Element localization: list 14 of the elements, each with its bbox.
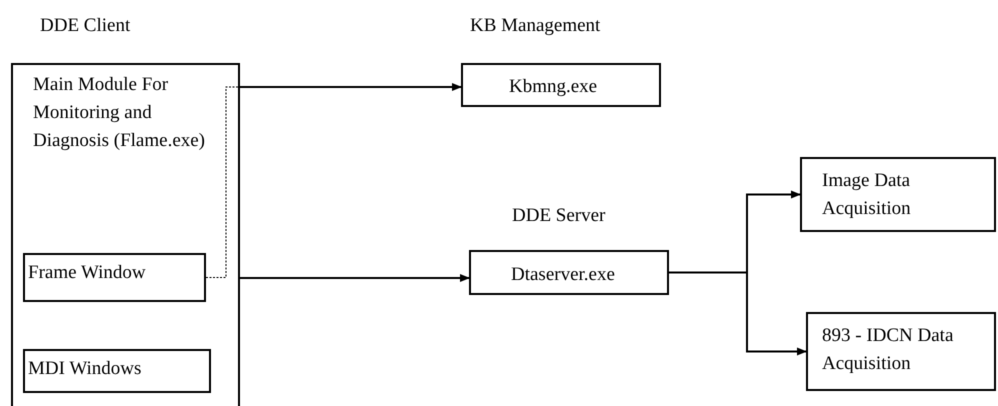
heading-label: DDE Server xyxy=(512,204,606,228)
dotted-connector xyxy=(206,86,240,278)
box-label: Frame Window xyxy=(28,261,147,285)
box-label: MDI Windows xyxy=(28,357,142,381)
box-label: Main Module For Monitoring and Diagnosis (Flame.exe) xyxy=(33,73,206,153)
heading-label: DDE Client xyxy=(40,14,130,38)
box-label: 893 - IDCN Data Acquisition xyxy=(822,324,954,376)
arrow xyxy=(240,274,470,282)
heading-label: KB Management xyxy=(470,14,600,38)
box-label: Kbmng.exe xyxy=(509,75,598,99)
arrow xyxy=(240,83,462,91)
arrow xyxy=(669,272,807,356)
box-label: Image Data Acquisition xyxy=(822,169,912,221)
box-label: Dtaserver.exe xyxy=(511,263,616,287)
